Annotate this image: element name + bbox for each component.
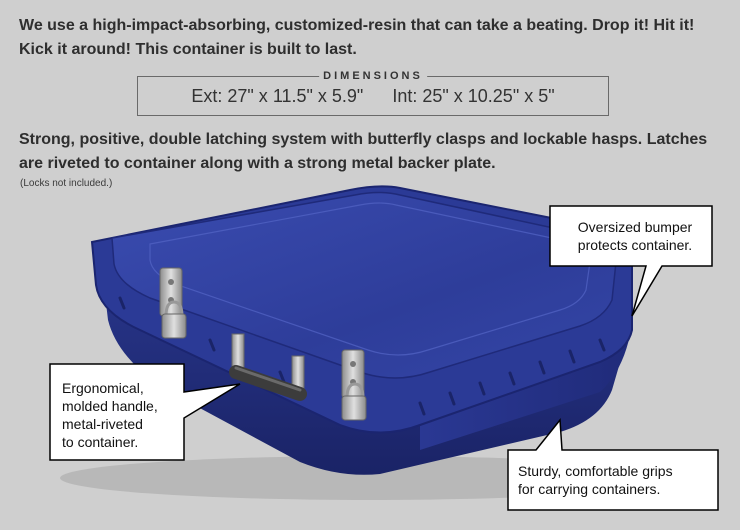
handle-callout-line: metal-riveted — [62, 416, 143, 432]
right-padlock — [341, 382, 367, 421]
handle-callout-line: Ergonomical, — [62, 380, 144, 396]
interior-dimensions: Int: 25" x 10.25" x 5" — [392, 86, 555, 106]
grips-callout-line: Sturdy, comfortable grips — [518, 463, 673, 479]
handle-callout: Ergonomical, molded handle, metal-rivete… — [62, 379, 158, 451]
latch-description: Strong, positive, double latching system… — [19, 131, 708, 172]
handle-callout-bubble — [49, 363, 241, 461]
locks-note: (Locks not included.) — [20, 178, 113, 189]
left-padlock — [161, 300, 187, 339]
handle-callout-line: to container. — [62, 434, 139, 450]
dimensions-box: DIMENSIONS Ext: 27" x 11.5" x 5.9" Int: … — [137, 69, 609, 116]
intro-text: We use a high-impact-absorbing, customiz… — [19, 17, 695, 58]
grips-callout-line: for carrying containers. — [518, 481, 661, 497]
bumper-callout: Oversized bumper protects container. — [560, 218, 710, 254]
bumper-callout-line: protects container. — [577, 237, 693, 253]
right-latch — [341, 349, 365, 399]
left-latch — [159, 267, 183, 317]
bumper-callout-bubble — [549, 205, 713, 317]
grips-callout-bubble — [507, 418, 719, 511]
dimensions-values: Ext: 27" x 11.5" x 5.9" Int: 25" x 10.25… — [138, 86, 608, 107]
bumper-ribs — [118, 296, 606, 416]
dimensions-title: DIMENSIONS — [319, 69, 427, 83]
exterior-dimensions: Ext: 27" x 11.5" x 5.9" — [191, 86, 364, 106]
handle-callout-line: molded handle, — [62, 398, 158, 414]
carry-handle — [229, 333, 307, 401]
grips-callout: Sturdy, comfortable grips for carrying c… — [518, 462, 673, 498]
bumper-callout-line: Oversized bumper — [577, 219, 693, 235]
